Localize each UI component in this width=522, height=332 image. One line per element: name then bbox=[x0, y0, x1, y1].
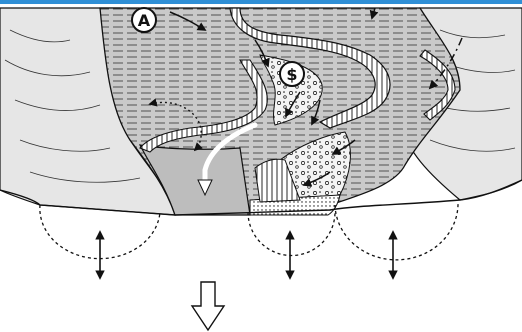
label-a: A bbox=[132, 8, 156, 32]
label-dollar-text: $ bbox=[286, 65, 297, 84]
label-a-text: A bbox=[138, 11, 151, 30]
dashed-arc-icon bbox=[248, 212, 335, 256]
dashed-arc-icon bbox=[335, 202, 458, 260]
hollow-down-arrow-icon bbox=[192, 282, 224, 330]
label-dollar: $ bbox=[280, 62, 304, 86]
